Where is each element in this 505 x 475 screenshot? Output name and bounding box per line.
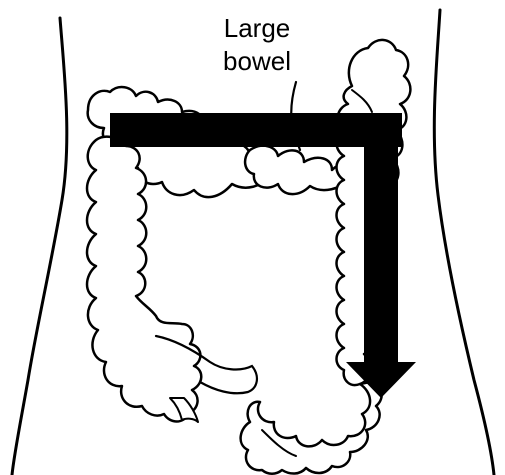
body-outline-left xyxy=(12,18,67,475)
large-bowel-label-line1: Large xyxy=(198,12,316,45)
sigmoid-colon xyxy=(241,382,382,474)
body-outline-right xyxy=(434,10,494,475)
arrow-vertical-bar xyxy=(364,113,398,365)
large-bowel-label-line2: bowel xyxy=(198,45,316,78)
large-bowel-label: Large bowel xyxy=(198,12,316,78)
arrow-horizontal-bar xyxy=(110,113,402,147)
